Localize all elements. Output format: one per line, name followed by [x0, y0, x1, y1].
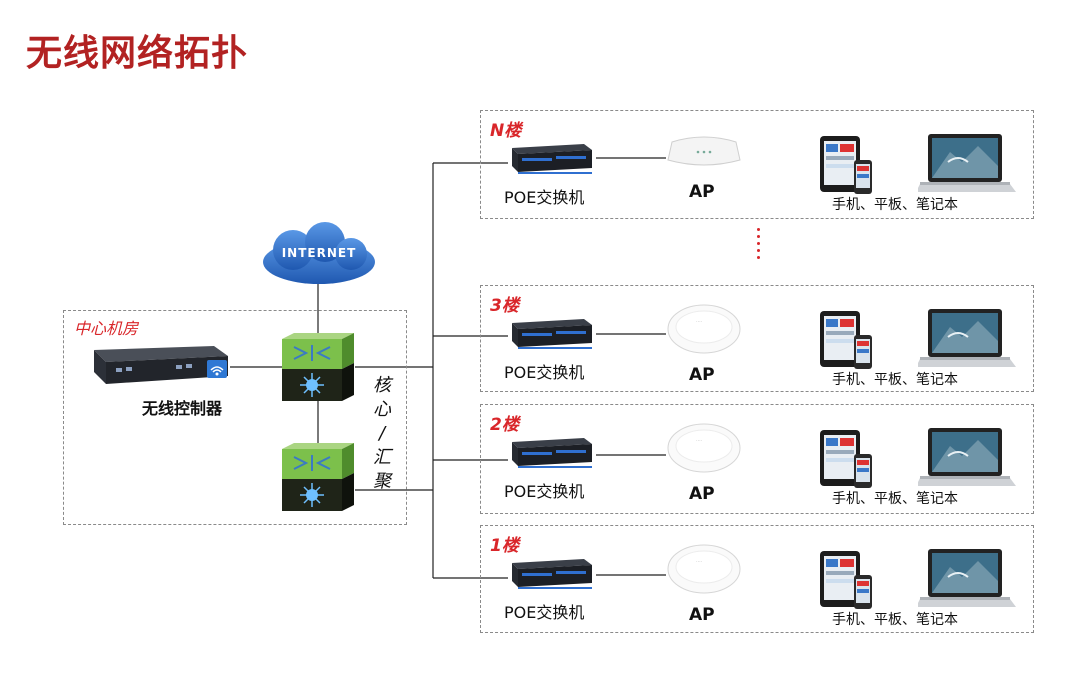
poe-switch-icon	[512, 559, 592, 589]
laptop-icon	[918, 428, 1016, 486]
access-point-label: AP	[689, 484, 715, 504]
floor-label: 3楼	[490, 296, 519, 316]
controller-label: 无线控制器	[141, 399, 222, 418]
poe-switch-label: POE交换机	[504, 603, 585, 622]
access-point-icon	[667, 136, 741, 166]
poe-switch-label: POE交换机	[504, 188, 585, 207]
laptop-icon	[918, 549, 1016, 607]
floor-label: 2楼	[490, 415, 519, 435]
access-point-label: AP	[689, 182, 715, 202]
wireless-controller-icon	[94, 346, 228, 384]
laptop-icon	[918, 309, 1016, 367]
tablet-phone-icon	[820, 136, 872, 194]
access-point-icon: ····	[667, 544, 741, 594]
floor-label: N楼	[490, 121, 522, 141]
client-devices-label: 手机、平板、笔记本	[832, 491, 958, 507]
core-label-char: /	[378, 423, 386, 444]
core-switch-icon	[282, 443, 354, 511]
tablet-phone-icon	[820, 551, 872, 609]
poe-switch-icon	[512, 144, 592, 174]
client-devices-label: 手机、平板、笔记本	[832, 372, 958, 388]
tablet-phone-icon	[820, 311, 872, 369]
client-devices-label: 手机、平板、笔记本	[832, 197, 958, 213]
floor-box	[480, 110, 1034, 219]
laptop-icon	[918, 134, 1016, 192]
core-label: 核 心 / 汇 聚	[372, 374, 392, 494]
center-room-box	[63, 310, 407, 525]
svg-text:····: ····	[696, 438, 703, 444]
core-label-char: 汇	[373, 447, 391, 468]
client-devices-label: 手机、平板、笔记本	[832, 612, 958, 628]
internet-cloud-icon	[263, 222, 375, 284]
poe-switch-label: POE交换机	[504, 482, 585, 501]
poe-switch-label: POE交换机	[504, 363, 585, 382]
svg-text:····: ····	[696, 319, 703, 325]
core-switch-icon	[282, 333, 354, 401]
tablet-phone-icon	[820, 430, 872, 488]
access-point-label: AP	[689, 365, 715, 385]
page-title: 无线网络拓扑	[26, 33, 249, 74]
floor-box	[480, 404, 1034, 514]
poe-switch-icon	[512, 438, 592, 468]
access-point-icon: ····	[667, 423, 741, 473]
floor-box	[480, 525, 1034, 633]
poe-switch-icon	[512, 319, 592, 349]
access-point-icon: ····	[667, 304, 741, 354]
internet-label: INTERNET	[281, 246, 357, 260]
access-point-label: AP	[689, 605, 715, 625]
svg-text:····: ····	[696, 559, 703, 565]
center-room-label: 中心机房	[74, 319, 139, 338]
core-label-char: 聚	[373, 471, 391, 492]
core-label-char: 心	[373, 399, 391, 420]
floor-label: 1楼	[490, 536, 519, 556]
core-label-char: 核	[373, 375, 391, 396]
more-floors-ellipsis	[757, 228, 761, 263]
floor-box	[480, 285, 1034, 392]
